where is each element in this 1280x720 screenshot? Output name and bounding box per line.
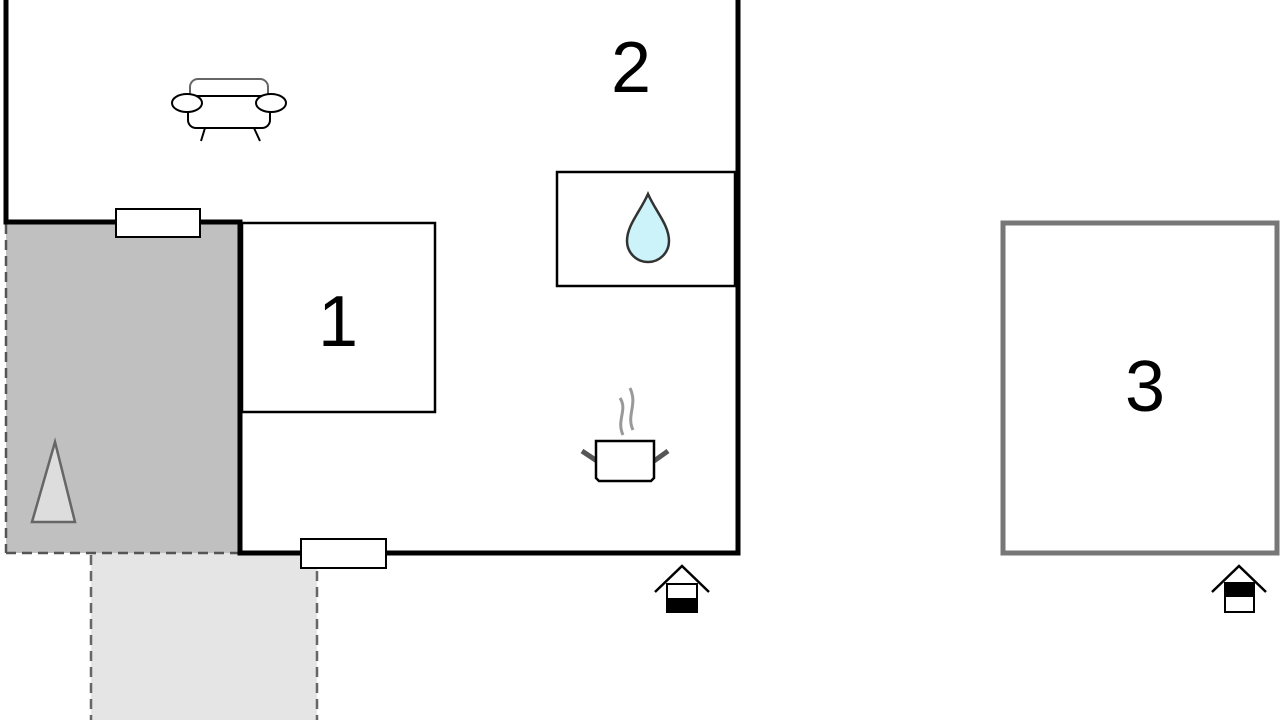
room-2-label: 2 bbox=[611, 28, 651, 108]
terrace-triangle-icon bbox=[30, 437, 77, 524]
room-1-label: 1 bbox=[318, 282, 358, 362]
house-entrance-icon bbox=[654, 564, 710, 613]
cooking-pot-icon bbox=[580, 387, 670, 483]
window bbox=[300, 538, 387, 569]
walkway bbox=[91, 553, 317, 720]
water-drop-icon bbox=[625, 190, 671, 264]
room-3 bbox=[1000, 220, 1280, 556]
house-entrance-icon bbox=[1211, 564, 1267, 613]
sofa-icon bbox=[171, 78, 287, 142]
room-1 bbox=[240, 221, 437, 414]
room-3-label: 3 bbox=[1125, 347, 1165, 427]
window bbox=[115, 208, 201, 238]
main-building-wall bbox=[3, 0, 741, 556]
